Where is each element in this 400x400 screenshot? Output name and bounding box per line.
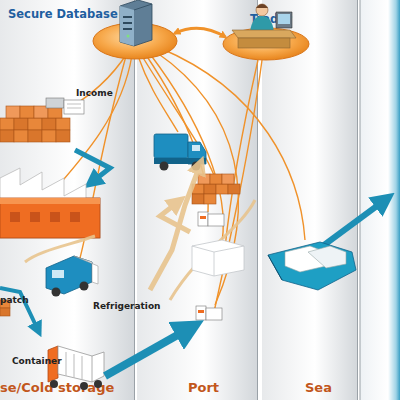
trader-ellipse: Trader: [222, 27, 310, 61]
ellipse-outline: [222, 27, 310, 61]
ship: [268, 242, 356, 290]
factory: [0, 168, 100, 238]
node-heading: Secure Database: [8, 8, 118, 21]
database-ellipse: Secure Database: [92, 22, 178, 60]
income-cartons: [0, 106, 70, 142]
port-document: [198, 212, 224, 226]
refrigeration-truck: [46, 256, 98, 297]
port-cartons: [192, 174, 240, 204]
container-label: Container: [12, 357, 62, 367]
container-truck: [48, 346, 104, 390]
server-icon: [120, 0, 152, 46]
dispatch-label: patch: [0, 296, 29, 306]
income-document: [46, 98, 84, 114]
refrigeration-label: Refrigeration: [93, 302, 161, 312]
double-arrow: [174, 28, 225, 37]
band-label: Sea: [305, 381, 332, 395]
trader-icon: [232, 4, 296, 48]
port-flow-arrows: [150, 165, 255, 300]
port-document-lower: [196, 306, 222, 320]
band-label: Port: [188, 381, 219, 395]
sea-flow-arrow: [105, 200, 385, 376]
factory-outflow: [0, 236, 95, 330]
ellipse-outline: [92, 22, 178, 60]
flow-arrow: [75, 150, 110, 182]
node-heading: Trader: [250, 13, 292, 26]
port-container: [192, 240, 244, 276]
income-label: Income: [76, 89, 113, 99]
